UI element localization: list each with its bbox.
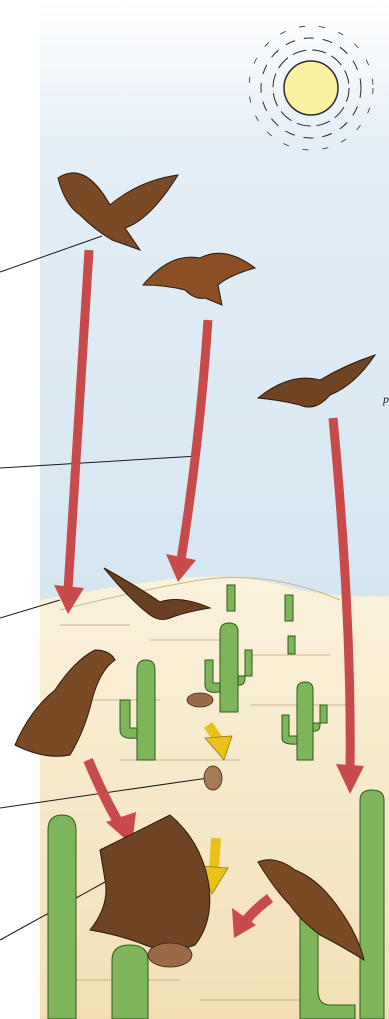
cactus-distant-2 (285, 595, 293, 621)
cactus-distant-3 (288, 636, 295, 654)
cactus-distant-1 (227, 585, 235, 611)
desert-ground (40, 577, 389, 1019)
cactus-bottom (112, 945, 148, 1019)
ground-squirrel (187, 693, 213, 707)
cactus-left-foreground (48, 815, 76, 1019)
rabbit-caught (148, 943, 192, 967)
rabbit-1 (204, 766, 222, 790)
figure-edge-label: p (383, 392, 389, 407)
